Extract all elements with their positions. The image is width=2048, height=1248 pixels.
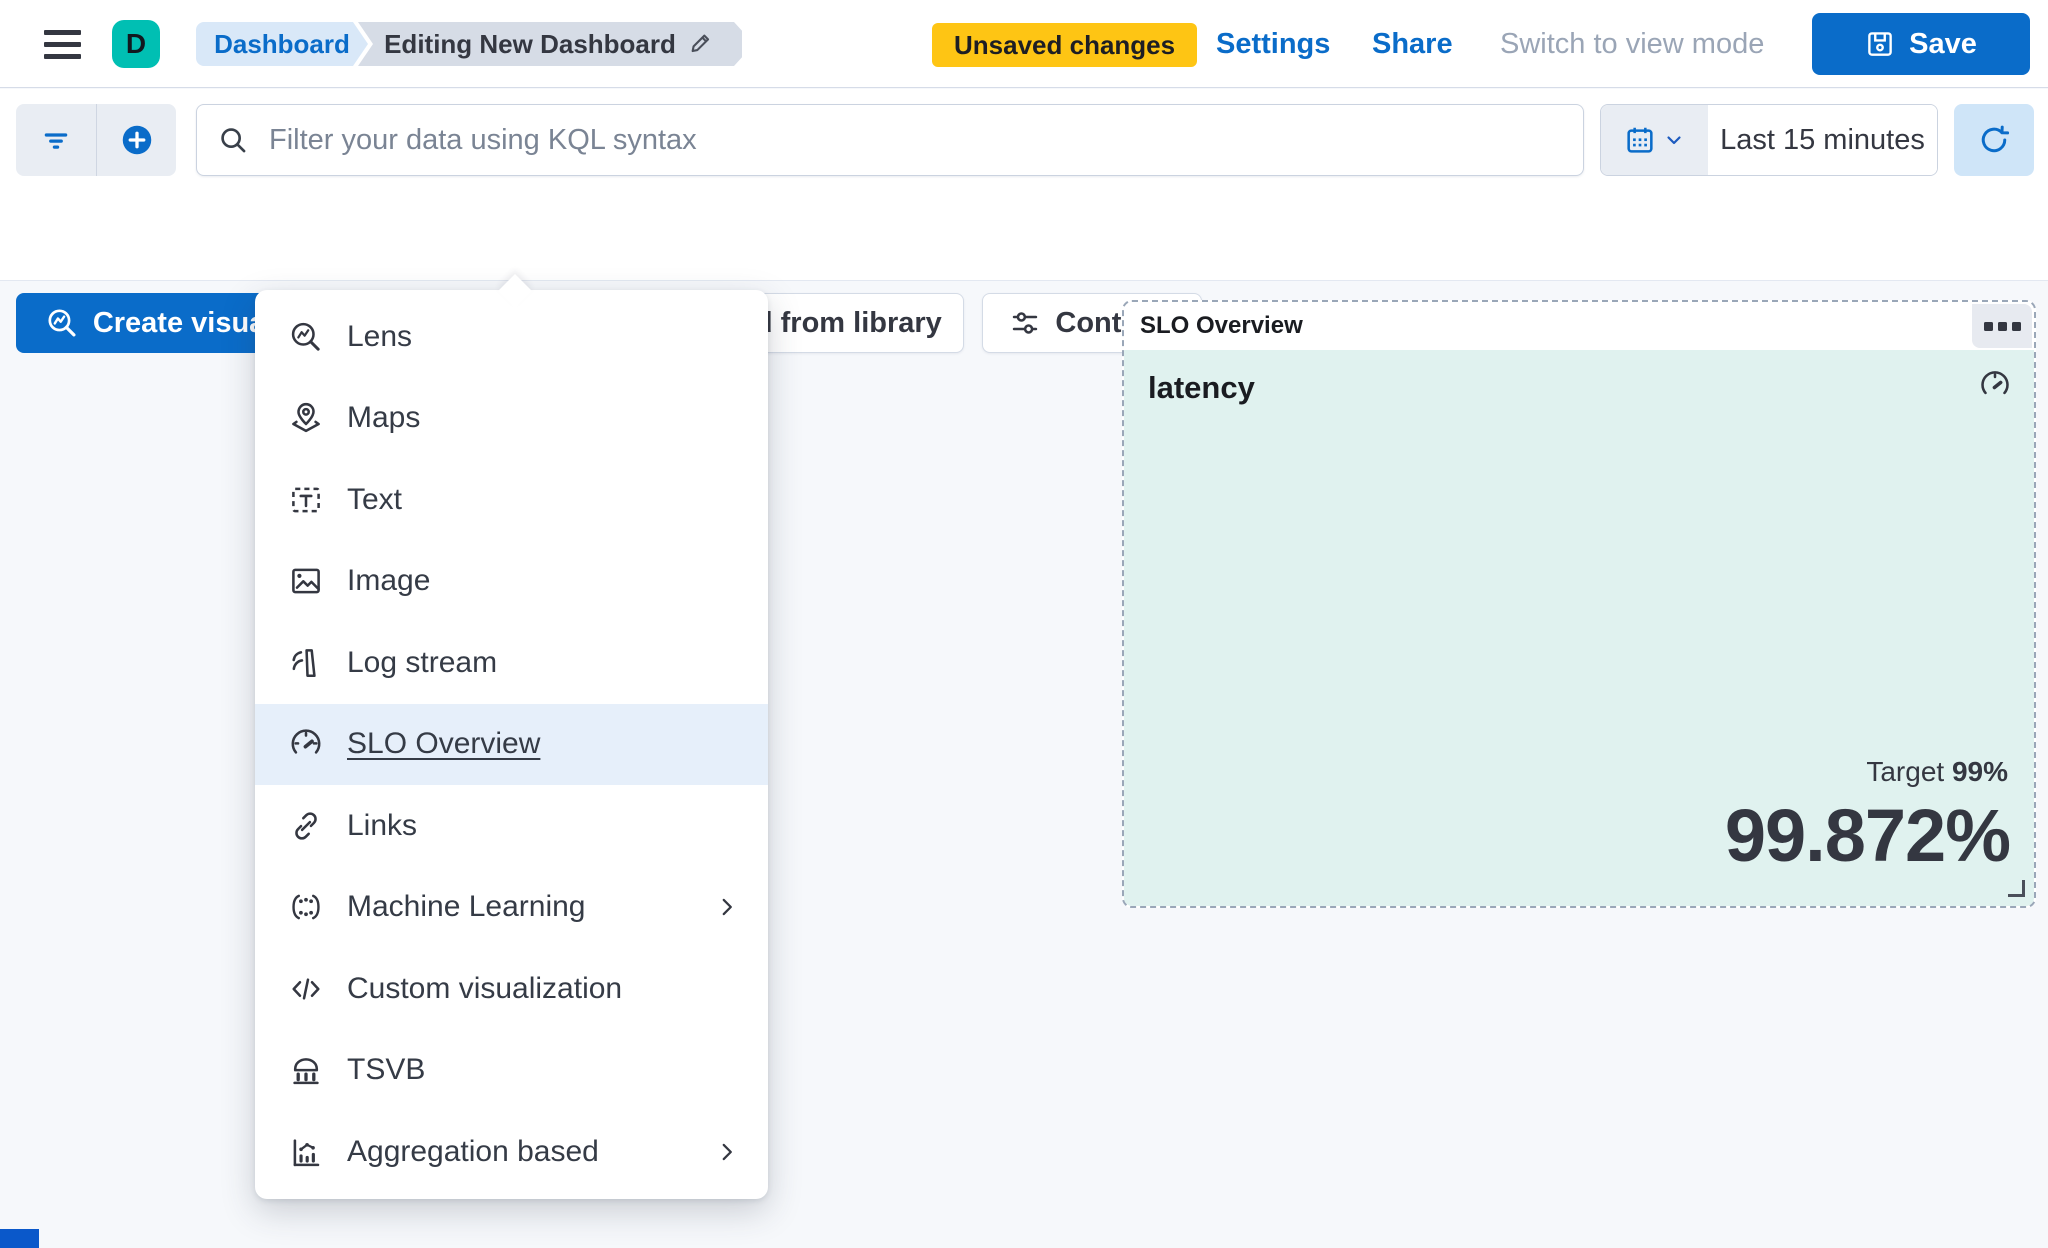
time-range-picker: Last 15 minutes — [1600, 104, 1938, 176]
code-icon — [288, 971, 324, 1007]
switch-to-view-mode-button[interactable]: Switch to view mode — [1500, 0, 1764, 88]
chevron-right-icon — [714, 1139, 740, 1165]
panel-options-icon[interactable] — [1972, 304, 2032, 348]
machine-learning-icon — [288, 889, 324, 925]
menu-item-tsvb[interactable]: TSVB — [255, 1030, 768, 1112]
image-icon — [288, 563, 324, 599]
menu-item-label: SLO Overview — [347, 727, 541, 761]
bottom-left-accent — [0, 1229, 39, 1248]
save-icon — [1865, 29, 1895, 59]
kql-search-box — [196, 104, 1584, 176]
breadcrumb-dashboard[interactable]: Dashboard — [196, 22, 368, 66]
breadcrumb-current-label: Editing New Dashboard — [384, 28, 676, 59]
menu-item-slo-overview[interactable]: SLO Overview — [255, 703, 768, 785]
settings-button[interactable]: Settings — [1216, 0, 1330, 88]
filter-button-group — [16, 104, 176, 176]
chevron-down-icon — [1666, 136, 1681, 145]
save-button[interactable]: Save — [1812, 13, 2030, 75]
text-icon — [288, 482, 324, 518]
pencil-icon — [688, 30, 716, 58]
lens-icon — [45, 306, 79, 340]
app-logo[interactable]: D — [112, 20, 160, 68]
panel-resize-handle[interactable] — [2008, 880, 2025, 897]
add-filter-icon[interactable] — [96, 104, 176, 176]
lens-icon — [288, 319, 324, 355]
slo-overview-panel: SLO Overview latency Target 99% 99.872% — [1122, 300, 2036, 908]
tsvb-icon — [288, 1052, 324, 1088]
menu-item-label: Maps — [347, 401, 421, 435]
gauge-icon — [288, 726, 324, 762]
menu-item-custom-visualization[interactable]: Custom visualization — [255, 948, 768, 1030]
menu-item-machine-learning[interactable]: Machine Learning — [255, 867, 768, 949]
menu-item-log-stream[interactable]: Log stream — [255, 622, 768, 704]
menu-item-label: TSVB — [347, 1053, 426, 1087]
save-button-label: Save — [1909, 27, 1977, 60]
unsaved-changes-badge: Unsaved changes — [932, 23, 1198, 67]
menu-item-label: Custom visualization — [347, 971, 623, 1005]
menu-item-aggregation-based[interactable]: Aggregation based — [255, 1111, 768, 1193]
menu-item-label: Text — [347, 482, 403, 516]
menu-item-maps[interactable]: Maps — [255, 378, 768, 460]
panel-header: SLO Overview — [1124, 302, 2034, 350]
menu-item-label: Machine Learning — [347, 890, 586, 924]
slo-target-value: 99% — [1951, 756, 2008, 787]
slo-card[interactable]: latency Target 99% 99.872% — [1124, 350, 2034, 906]
top-header: D Dashboard Editing New Dashboard Unsave… — [0, 0, 2048, 88]
slo-target-label: Target — [1866, 756, 1945, 787]
panel-title: SLO Overview — [1140, 312, 1303, 339]
refresh-icon — [1981, 125, 2010, 153]
log-stream-icon — [288, 645, 324, 681]
slo-target: Target 99% — [1866, 756, 2008, 788]
breadcrumb-current[interactable]: Editing New Dashboard — [358, 22, 742, 66]
menu-item-text[interactable]: Text — [255, 459, 768, 541]
query-toolbar: Last 15 minutes Create visualization Add… — [0, 89, 2048, 353]
controls-icon — [1009, 307, 1041, 339]
add-panel-menu: Lens Maps Text Image — [255, 274, 768, 1199]
menu-item-lens[interactable]: Lens — [255, 296, 768, 378]
maps-icon — [288, 400, 324, 436]
breadcrumb: Dashboard Editing New Dashboard — [196, 22, 742, 66]
menu-item-label: Aggregation based — [347, 1134, 599, 1168]
link-icon — [288, 808, 324, 844]
share-button[interactable]: Share — [1372, 0, 1453, 88]
slo-value: 99.872% — [1724, 794, 2011, 877]
menu-item-label: Image — [347, 564, 431, 598]
menu-item-links[interactable]: Links — [255, 785, 768, 867]
calendar-icon[interactable] — [1601, 105, 1708, 175]
gauge-icon — [1978, 368, 2012, 402]
menu-item-label: Lens — [347, 319, 413, 353]
slo-metric-name: latency — [1148, 370, 1255, 405]
kql-search-input[interactable] — [269, 123, 1563, 157]
aggregation-icon — [288, 1134, 324, 1170]
menu-item-label: Links — [347, 808, 418, 842]
menu-item-label: Log stream — [347, 645, 498, 679]
menu-item-image[interactable]: Image — [255, 541, 768, 623]
time-range-value[interactable]: Last 15 minutes — [1708, 105, 1937, 175]
chevron-right-icon — [714, 894, 740, 920]
filter-icon[interactable] — [16, 104, 96, 176]
menu-icon[interactable] — [44, 22, 88, 66]
search-icon — [217, 124, 249, 156]
refresh-button[interactable] — [1954, 104, 2034, 176]
